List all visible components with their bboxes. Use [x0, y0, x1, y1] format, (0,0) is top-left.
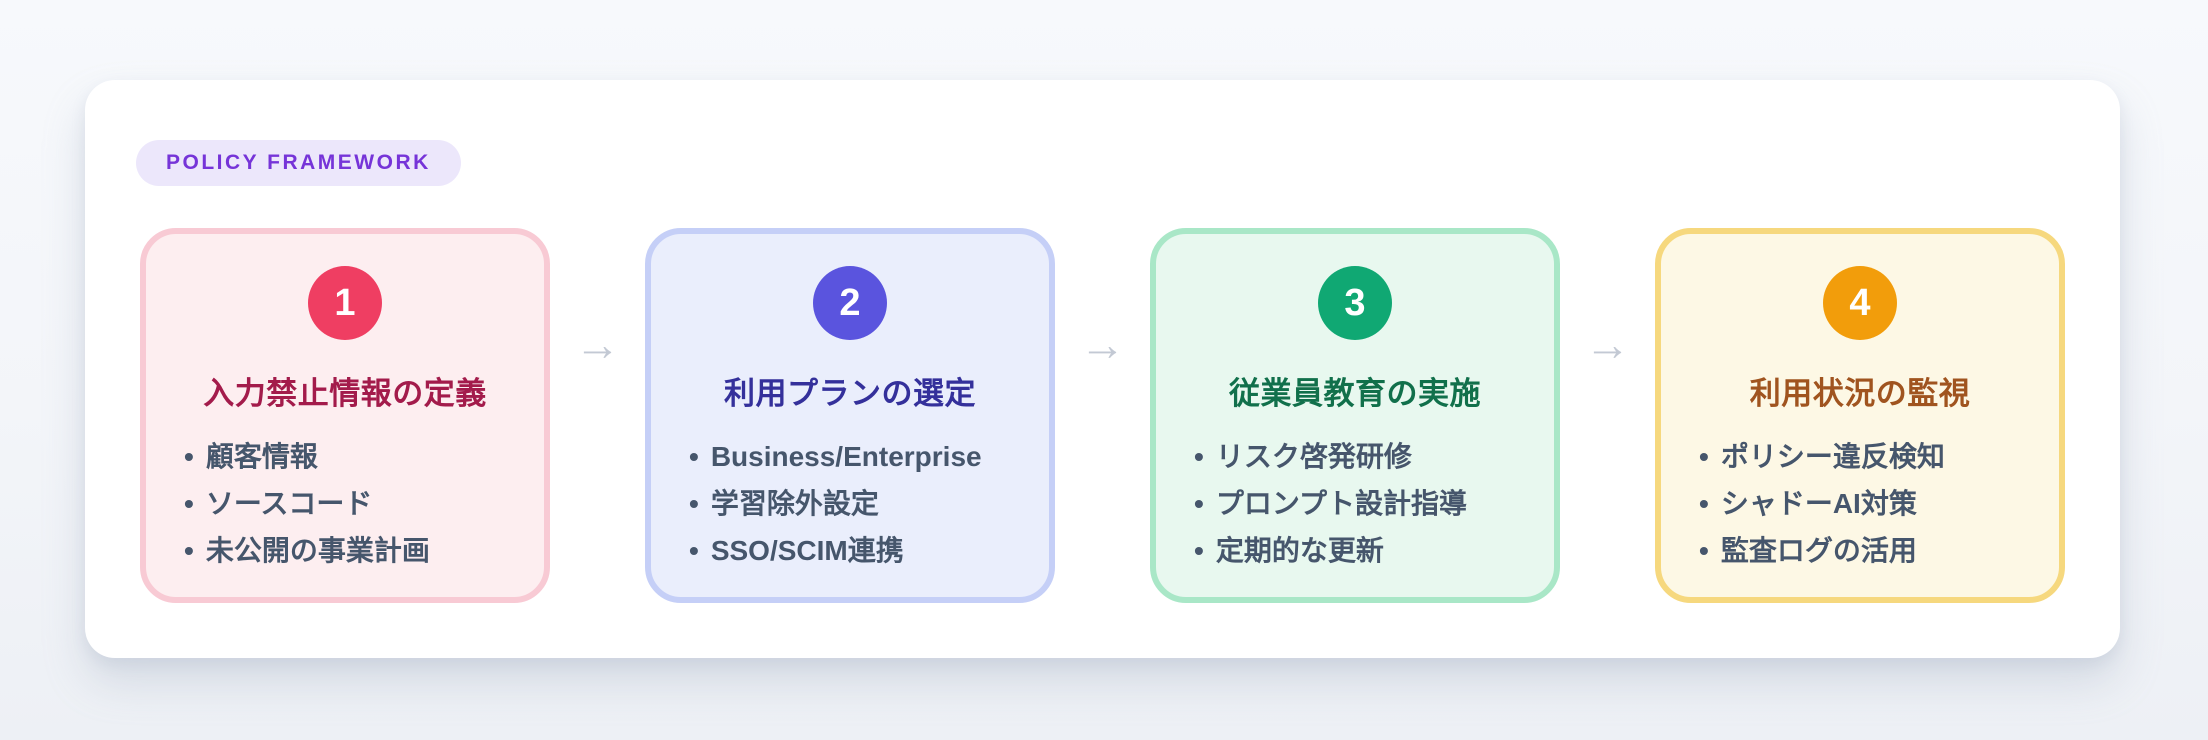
framework-panel: POLICY FRAMEWORK 1 入力禁止情報の定義 顧客情報 ソースコード…	[85, 80, 2120, 658]
step-card-2: 2 利用プランの選定 Business/Enterprise 学習除外設定 SS…	[645, 228, 1055, 603]
step-item-list: リスク啓発研修 プロンプト設計指導 定期的な更新	[1156, 433, 1554, 574]
step-item: リスク啓発研修	[1194, 433, 1530, 480]
step-number-badge: 2	[813, 266, 887, 340]
step-item: Business/Enterprise	[689, 433, 1025, 480]
step-item: 定期的な更新	[1194, 527, 1530, 574]
step-card-4: 4 利用状況の監視 ポリシー違反検知 シャドーAI対策 監査ログの活用	[1655, 228, 2065, 603]
step-item: 顧客情報	[184, 433, 520, 480]
step-item: SSO/SCIM連携	[689, 527, 1025, 574]
step-item-list: ポリシー違反検知 シャドーAI対策 監査ログの活用	[1661, 433, 2059, 574]
step-item: シャドーAI対策	[1699, 480, 2035, 527]
step-item: 未公開の事業計画	[184, 527, 520, 574]
arrow-right-icon: →	[1584, 318, 1631, 370]
step-number-badge: 1	[308, 266, 382, 340]
step-item: 監査ログの活用	[1699, 527, 2035, 574]
step-number-badge: 4	[1823, 266, 1897, 340]
step-title: 従業員教育の実施	[1229, 376, 1481, 411]
step-item-list: 顧客情報 ソースコード 未公開の事業計画	[146, 433, 544, 574]
step-item: プロンプト設計指導	[1194, 480, 1530, 527]
step-number-badge: 3	[1318, 266, 1392, 340]
step-item: 学習除外設定	[689, 480, 1025, 527]
step-item: ポリシー違反検知	[1699, 433, 2035, 480]
policy-framework-badge: POLICY FRAMEWORK	[136, 140, 461, 186]
step-card-3: 3 従業員教育の実施 リスク啓発研修 プロンプト設計指導 定期的な更新	[1150, 228, 1560, 603]
steps-row: 1 入力禁止情報の定義 顧客情報 ソースコード 未公開の事業計画 → 2 利用プ…	[140, 228, 2065, 603]
arrow-right-icon: →	[1079, 318, 1126, 370]
step-item: ソースコード	[184, 480, 520, 527]
step-title: 利用プランの選定	[724, 376, 976, 411]
step-title: 利用状況の監視	[1749, 376, 1971, 411]
step-item-list: Business/Enterprise 学習除外設定 SSO/SCIM連携	[651, 433, 1049, 574]
arrow-right-icon: →	[574, 318, 621, 370]
step-card-1: 1 入力禁止情報の定義 顧客情報 ソースコード 未公開の事業計画	[140, 228, 550, 603]
step-title: 入力禁止情報の定義	[203, 376, 487, 411]
